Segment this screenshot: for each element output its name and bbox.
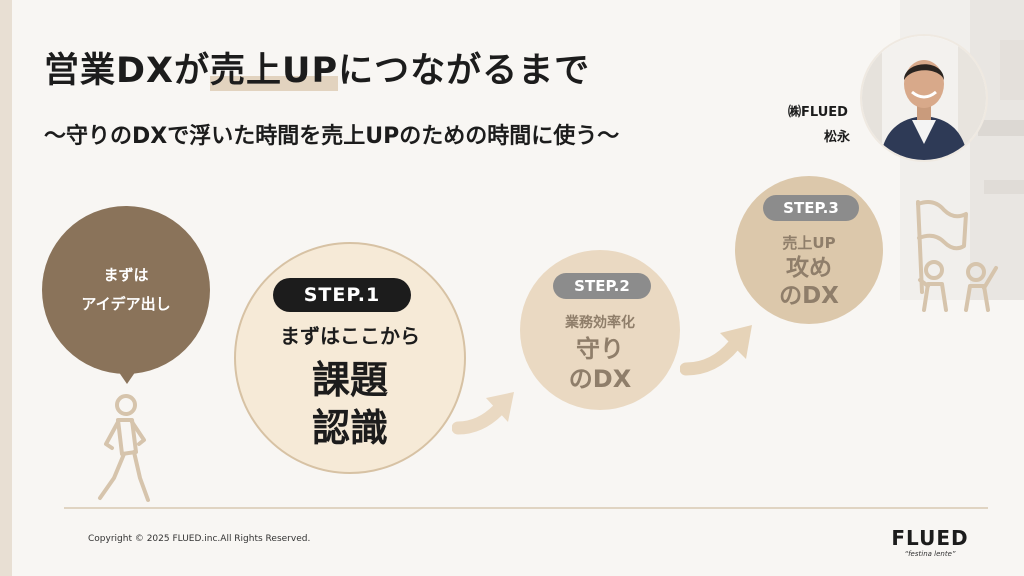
brand-logo: FLUED: [891, 526, 969, 550]
step1-title-line-2: 認識: [311, 406, 388, 450]
slide-subtitle: 〜守りのDXで浮いた時間を売上UPのための時間に使う〜: [44, 124, 620, 149]
step1-lead: まずはここから: [280, 324, 420, 348]
step1-title: 課題 認識: [234, 356, 466, 452]
left-accent-bar: [0, 0, 12, 576]
step3-lead: 売上UP: [782, 234, 836, 252]
step2-lead: 業務効率化: [565, 315, 635, 331]
idea-bubble: まずは アイデア出し: [42, 206, 210, 374]
step3-badge: STEP.3: [763, 195, 859, 221]
title-highlight: 売上UP: [210, 51, 339, 91]
presenter-name: 松永: [824, 130, 851, 145]
step2-title-line-1: 守り: [576, 335, 624, 363]
step3-title: 攻め のDX: [735, 254, 883, 310]
arrow-right-icon: [452, 392, 514, 435]
arrow-right-icon: [680, 325, 752, 376]
step1-badge: STEP.1: [273, 278, 411, 312]
ground-line: [64, 507, 988, 509]
step3-title-line-1: 攻め: [786, 255, 832, 281]
idea-line-1: まずは: [103, 266, 149, 284]
step1-title-line-1: 課題: [311, 358, 388, 402]
slide-title: 営業DXが売上UPにつながるまで: [44, 42, 590, 93]
step3-title-line-2: のDX: [779, 283, 839, 309]
presenter-illustration: [862, 36, 986, 160]
brand-tagline: “festina lente”: [904, 550, 956, 558]
idea-bubble-tail: [116, 368, 138, 384]
step2-title: 守り のDX: [520, 334, 680, 394]
presenter-photo: [860, 34, 988, 162]
walking-person-icon: [98, 394, 150, 502]
title-part-1: 営業DXが: [44, 51, 211, 91]
idea-line-2: アイデア出し: [81, 295, 171, 313]
flag-celebration-icon: [916, 200, 998, 312]
step2-title-line-2: のDX: [568, 365, 632, 393]
copyright-text: Copyright © 2025 FLUED.inc.All Rights Re…: [88, 534, 311, 544]
step2-badge: STEP.2: [553, 273, 651, 299]
presenter-company: ㈱FLUED: [788, 105, 848, 120]
title-part-2: につながるまで: [338, 51, 591, 91]
